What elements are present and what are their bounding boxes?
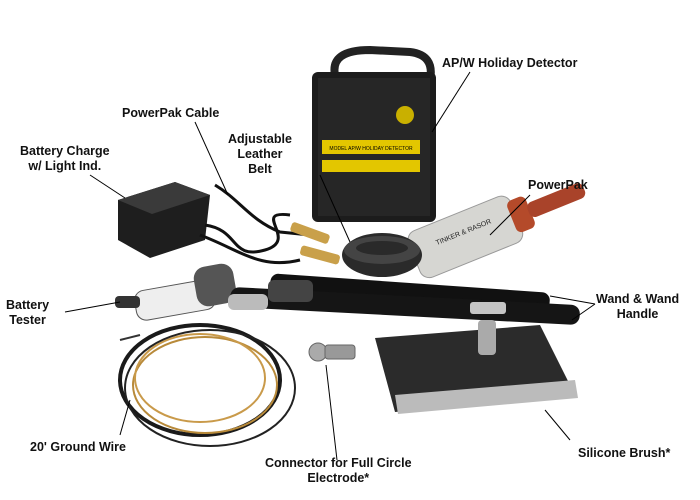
label-line: Connector for Full Circle — [265, 456, 412, 470]
label-line: Wand & Wand — [596, 292, 680, 306]
label-silicone-brush: Silicone Brush* — [578, 446, 671, 460]
label-line: Tester — [9, 313, 46, 327]
label-ground-wire: 20' Ground Wire — [30, 440, 126, 454]
label-line: Electrode* — [307, 471, 370, 485]
ground-wire — [118, 323, 296, 447]
label-line: Belt — [248, 162, 272, 176]
label-battery-charger: Battery Charge w/ Light Ind. — [20, 144, 110, 174]
detector-knob — [396, 106, 414, 124]
label-battery-tester: Battery Tester — [6, 298, 49, 328]
label-connector: Connector for Full Circle Electrode* — [265, 456, 412, 486]
leader-lines — [64, 71, 596, 461]
holiday-detector: MODEL AP/W HOLIDAY DETECTOR — [312, 45, 436, 222]
detector-plate-text: MODEL AP/W HOLIDAY DETECTOR — [329, 146, 413, 152]
powerpak: TINKER & RASOR — [407, 183, 586, 279]
connector — [308, 342, 356, 362]
detector-handle — [330, 45, 435, 81]
label-line: Adjustable — [228, 132, 292, 146]
label-leather-belt: Adjustable Leather Belt — [228, 132, 292, 177]
wand-and-handle — [228, 273, 580, 325]
leather-belt — [342, 233, 422, 277]
battery-charger — [118, 182, 340, 265]
label-line: w/ Light Ind. — [28, 159, 102, 173]
label-line: Leather — [237, 147, 283, 161]
label-holiday-detector: AP/W Holiday Detector — [442, 56, 578, 70]
label-line: Battery — [6, 298, 50, 312]
battery-tester — [115, 263, 237, 321]
label-wand: Wand & Wand Handle — [596, 292, 679, 322]
label-line: Handle — [616, 307, 659, 321]
detector-label-plate — [322, 140, 420, 154]
label-powerpak: PowerPak — [528, 178, 588, 192]
label-powerpak-cable: PowerPak Cable — [122, 106, 220, 120]
label-line: Battery Charge — [20, 144, 110, 158]
silicone-brush — [375, 302, 578, 414]
